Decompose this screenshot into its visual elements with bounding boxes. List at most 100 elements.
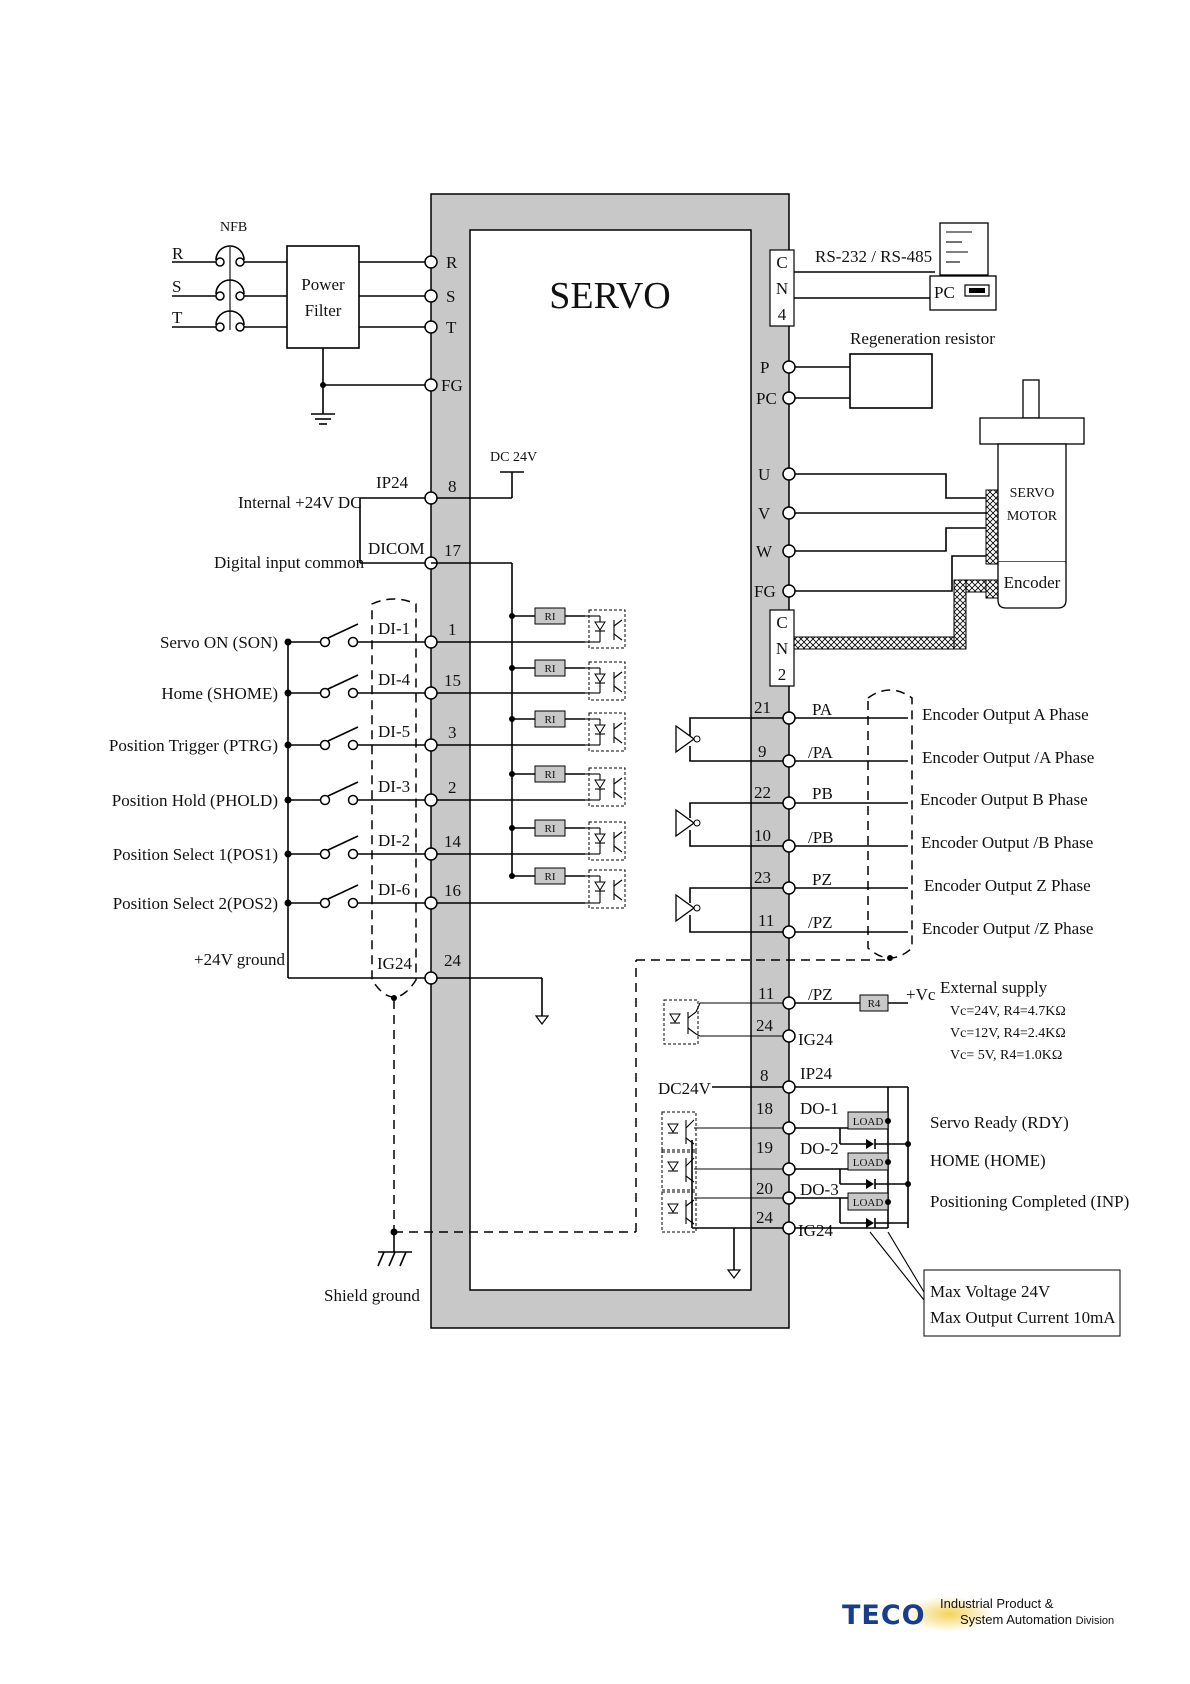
ri-label: RI (545, 663, 556, 675)
ri-label: RI (545, 769, 556, 781)
do-ig24-pin: 24 (756, 1208, 774, 1227)
power-section: NFB R S T Power Filter (172, 220, 463, 425)
logo-division-line2-main: System Automation (960, 1612, 1072, 1627)
do-pin: 19 (756, 1138, 773, 1157)
max-voltage-label: Max Voltage 24V (930, 1282, 1051, 1301)
do-pin: 20 (756, 1179, 773, 1198)
ig24-pin: 24 (444, 951, 462, 970)
vc-note-24: Vc=24V, R4=4.7KΩ (950, 1004, 1066, 1019)
max-rating-box (923, 1269, 1121, 1337)
dc24v-internal-label: DC 24V (490, 450, 537, 465)
do-label: Servo Ready (RDY) (930, 1113, 1069, 1132)
enc-pin: 22 (754, 783, 771, 802)
vc-note-12: Vc=12V, R4=2.4KΩ (950, 1026, 1066, 1041)
encoder-output-row: 9 /PA Encoder Output /A Phase (758, 742, 1094, 768)
external-supply-label: External supply (940, 978, 1048, 997)
input-di: DI-5 (378, 722, 410, 741)
enc-label: Encoder Output /A Phase (922, 748, 1094, 767)
servo-motor-icon (979, 379, 1085, 609)
zpo-ig24: IG24 (798, 1030, 833, 1049)
do-ip24-pin: 8 (760, 1066, 769, 1085)
cn2-letter-2: 2 (778, 665, 787, 684)
line-driver-z (675, 887, 789, 933)
terminal-pc: PC (756, 389, 777, 408)
zpo-pin-11: 11 (758, 984, 774, 1003)
logo-brand: TECO (842, 1600, 926, 1631)
ri-label: RI (545, 871, 556, 883)
rs232-485-label: RS-232 / RS-485 (815, 247, 932, 266)
nfb-label: NFB (220, 220, 247, 235)
line-driver-b (675, 802, 789, 847)
enc-signal: PB (812, 784, 833, 803)
zpo-signal: /PZ (808, 985, 833, 1004)
input-label: Position Hold (PHOLD) (112, 791, 278, 810)
enc-pin: 21 (754, 698, 771, 717)
ip24-pin: 8 (448, 477, 457, 496)
servo-motor-line2: MOTOR (1007, 509, 1058, 524)
ri-label: RI (545, 611, 556, 623)
input-pin: 16 (444, 881, 461, 900)
enc-pin: 11 (758, 911, 774, 930)
input-label: Position Trigger (PTRG) (109, 736, 278, 755)
do-label: Positioning Completed (INP) (930, 1192, 1129, 1211)
encoder-output-row: 11 /PZ Encoder Output /Z Phase (758, 911, 1093, 939)
enc-signal: /PB (808, 828, 834, 847)
servo-motor-line1: SERVO (1010, 486, 1055, 501)
input-di: DI-6 (378, 880, 410, 899)
power-filter-line2: Filter (305, 301, 342, 320)
input-di: DI-1 (378, 619, 410, 638)
input-row-6: Position Select 2(POS2) DI-6 16 RI (113, 867, 626, 913)
do-name: DO-1 (800, 1099, 839, 1118)
input-row-1: Servo ON (SON) DI-1 1 RI (160, 607, 626, 652)
enc-pin: 10 (754, 826, 771, 845)
input-row-5: Position Select 1(POS1) DI-2 14 RI (113, 819, 626, 864)
load-label: LOAD (853, 1157, 884, 1169)
encoder-cable (793, 579, 987, 650)
encoder-outputs: 21 PA Encoder Output A Phase 9 /PA Encod… (675, 689, 1094, 961)
vc-note-5: Vc= 5V, R4=1.0KΩ (950, 1048, 1062, 1063)
input-pin: 14 (444, 832, 462, 851)
enc-signal: /PA (808, 743, 834, 762)
enc-label: Encoder Output Z Phase (924, 876, 1091, 895)
do-label: HOME (HOME) (930, 1151, 1046, 1170)
terminal-r: R (446, 253, 458, 272)
do-name: DO-3 (800, 1180, 839, 1199)
communication-section: C N 4 RS-232 / RS-485 PC (769, 222, 997, 327)
cn4-letter-c: C (776, 253, 787, 272)
teco-logo: TECO Industrial Product & System Automat… (842, 1596, 1142, 1636)
internal-24v-label: Internal +24V DC (238, 493, 362, 512)
enc-signal: PZ (812, 870, 832, 889)
earth-ground-icon (311, 413, 335, 425)
terminal-u: U (758, 465, 770, 484)
input-di: DI-4 (378, 670, 411, 689)
digital-input-common-label: Digital input common (214, 553, 365, 572)
encoder-output-row: 23 PZ Encoder Output Z Phase (754, 868, 1091, 895)
logo-swoosh-icon (904, 1596, 994, 1632)
logo-division-line1: Industrial Product & (940, 1596, 1054, 1611)
encoder-label: Encoder (1004, 573, 1061, 592)
ri-label: RI (545, 823, 556, 835)
do-row-1: 18 DO-1 LOAD Servo Ready (RDY) (661, 1099, 1069, 1153)
input-di: DI-2 (378, 831, 410, 850)
enc-pin: 9 (758, 742, 767, 761)
phase-r: R (172, 244, 184, 263)
vc-label: +Vc (906, 985, 936, 1004)
input-pin: 1 (448, 620, 457, 639)
input-pin: 3 (448, 723, 457, 742)
motor-section: SERVO MOTOR Encoder U V W FG C N 2 (754, 379, 1085, 687)
do-pin: 18 (756, 1099, 773, 1118)
input-pin: 2 (448, 778, 457, 797)
input-label: Home (SHOME) (161, 684, 278, 703)
pc-label: PC (934, 283, 955, 302)
input-label: Position Select 2(POS2) (113, 894, 278, 913)
ip24-label: IP24 (376, 473, 409, 492)
logo-division-line2: System Automation Division (960, 1612, 1114, 1627)
input-row-2: Home (SHOME) DI-4 15 RI (161, 659, 626, 703)
enc-label: Encoder Output /Z Phase (922, 919, 1093, 938)
power-filter-line1: Power (301, 275, 345, 294)
input-label: Servo ON (SON) (160, 633, 278, 652)
do-row-3: 20 DO-3 LOAD Positioning Completed (INP) (661, 1179, 1129, 1233)
z-phase-open-collector: 11 /PZ 24 IG24 R4 +Vc External supply Vc… (663, 978, 1066, 1063)
load-label: LOAD (853, 1116, 884, 1128)
